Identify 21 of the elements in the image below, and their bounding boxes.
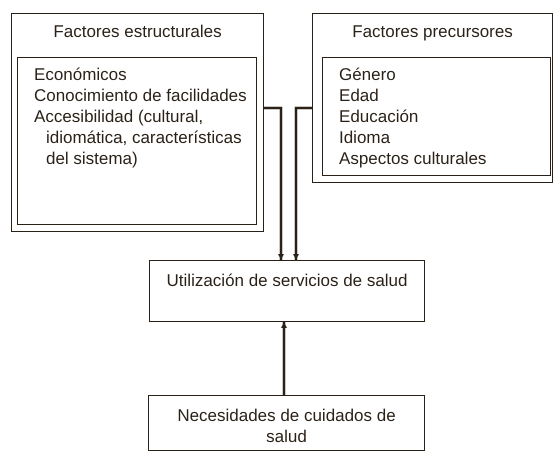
- box-heading: Factores precursores: [351, 21, 514, 43]
- list-item: Económicos: [33, 64, 128, 85]
- box-heading: Factores estructurales: [52, 21, 223, 43]
- list-item: Aspectos culturales: [338, 148, 488, 169]
- arrow: [264, 106, 284, 260]
- arrow: [293, 106, 312, 260]
- list-item: Conocimiento de facilidades: [33, 85, 248, 106]
- group-box: [11, 13, 264, 232]
- list-item: Accesibilidad (cultural, idiomática, características del sistema): [33, 106, 243, 169]
- text-box: [149, 260, 425, 322]
- arrow: [281, 322, 287, 395]
- list-item: Idioma: [338, 127, 392, 148]
- list-item: Edad: [338, 85, 380, 106]
- box-label: Utilización de servicios de salud: [166, 270, 408, 291]
- list-item: Educación: [338, 106, 420, 127]
- text-box: [148, 395, 425, 451]
- text-box: [17, 57, 257, 225]
- list-item: Género: [338, 64, 397, 85]
- box-label: Necesidades de cuidados de salud: [176, 405, 397, 447]
- group-box: [312, 13, 553, 183]
- text-box: [322, 57, 551, 176]
